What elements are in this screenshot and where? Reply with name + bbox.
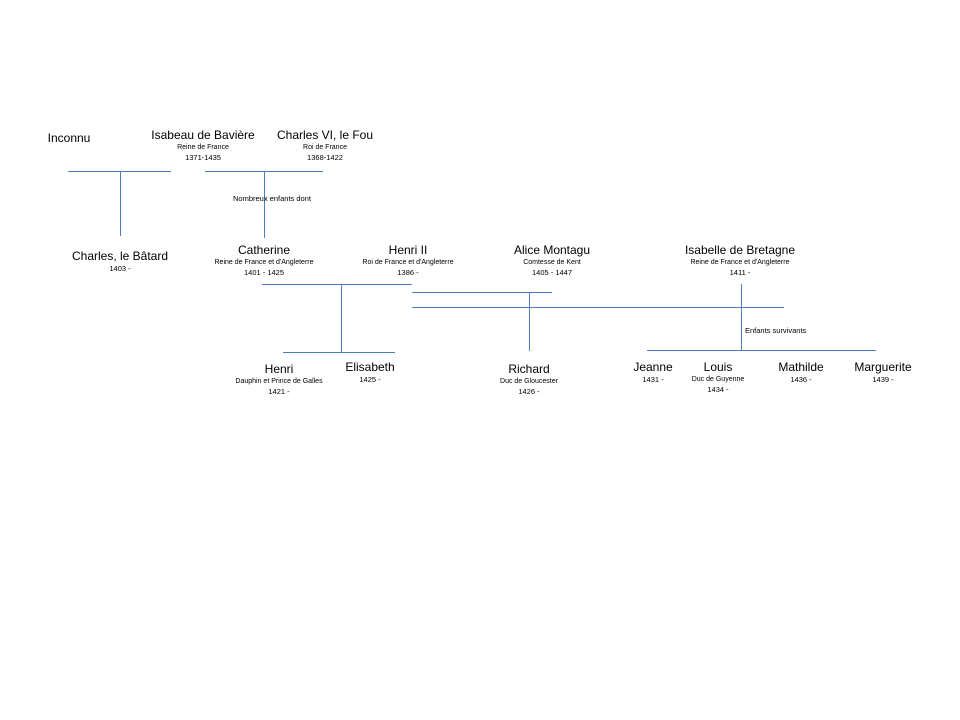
person-name: Marguerite xyxy=(854,360,912,374)
person-elisabeth: Elisabeth 1425 - xyxy=(345,360,394,385)
person-dates: 1439 - xyxy=(872,375,894,384)
person-name: Catherine xyxy=(237,243,291,257)
person-dates: 1403 - xyxy=(109,264,131,273)
person-dates: 1431 - xyxy=(642,375,664,384)
person-name: Charles, le Bâtard xyxy=(71,249,169,263)
person-marguerite: Marguerite 1439 - xyxy=(854,360,911,385)
person-dates: 1426 - xyxy=(518,387,540,396)
person-name: Charles VI, le Fou xyxy=(276,128,374,142)
person-dates: 1401 - 1425 xyxy=(243,268,285,277)
person-charles-batard: Charles, le Bâtard 1403 - xyxy=(72,249,168,274)
person-name: Alice Montagu xyxy=(513,243,591,257)
person-henri: Henri Dauphin et Prince de Galles 1421 - xyxy=(235,362,322,397)
person-name: Henri xyxy=(264,362,294,376)
person-jeanne: Jeanne 1431 - xyxy=(633,360,672,385)
note-nombreux-enfants: Nombreux enfants dont xyxy=(233,194,311,203)
person-name: Elisabeth xyxy=(345,360,395,374)
person-dates: 1434 - xyxy=(707,385,729,394)
person-dates: 1421 - xyxy=(268,387,290,396)
person-dates: 1386 - xyxy=(397,268,419,277)
person-dates: 1371-1435 xyxy=(185,153,221,162)
person-title: Comtesse de Kent xyxy=(523,259,581,266)
person-name: Isabeau de Bavière xyxy=(151,128,255,142)
person-title: Reine de France et d'Angleterre xyxy=(214,259,314,266)
person-isabelle-de-bretagne: Isabelle de Bretagne Reine de France et … xyxy=(685,243,795,278)
person-henri-ii: Henri II Roi de France et d'Angleterre 1… xyxy=(362,243,453,278)
person-richard: Richard Duc de Gloucester 1426 - xyxy=(500,362,558,397)
person-name: Isabelle de Bretagne xyxy=(684,243,796,257)
person-title: Roi de France et d'Angleterre xyxy=(362,259,454,266)
person-charles-vi: Charles VI, le Fou Roi de France 1368-14… xyxy=(277,128,373,163)
person-dates: 1405 - 1447 xyxy=(531,268,573,277)
person-dates: 1411 - xyxy=(729,268,751,277)
person-inconnu: Inconnu xyxy=(48,131,91,146)
note-enfants-survivants: Enfants survivants xyxy=(745,326,807,335)
person-alice-montagu: Alice Montagu Comtesse de Kent 1405 - 14… xyxy=(514,243,590,278)
person-louis: Louis Duc de Guyenne 1434 - xyxy=(692,360,745,395)
person-name: Henri II xyxy=(388,243,428,257)
person-name: Jeanne xyxy=(633,360,673,374)
person-name: Mathilde xyxy=(778,360,824,374)
person-dates: 1368-1422 xyxy=(307,153,343,162)
person-dates: 1436 - xyxy=(790,375,812,384)
person-title: Duc de Guyenne xyxy=(691,376,745,383)
person-name: Richard xyxy=(508,362,550,376)
person-title: Duc de Gloucester xyxy=(500,378,558,385)
person-isabeau: Isabeau de Bavière Reine de France 1371-… xyxy=(151,128,254,163)
person-title: Roi de France xyxy=(303,144,347,151)
person-title: Reine de France xyxy=(177,144,229,151)
person-title: Dauphin et Prince de Galles xyxy=(235,378,323,385)
person-name: Inconnu xyxy=(47,131,91,145)
person-title: Reine de France et d'Angleterre xyxy=(690,259,790,266)
person-dates: 1425 - xyxy=(359,375,381,384)
person-catherine: Catherine Reine de France et d'Angleterr… xyxy=(214,243,313,278)
person-name: Louis xyxy=(703,360,733,374)
person-mathilde: Mathilde 1436 - xyxy=(778,360,823,385)
